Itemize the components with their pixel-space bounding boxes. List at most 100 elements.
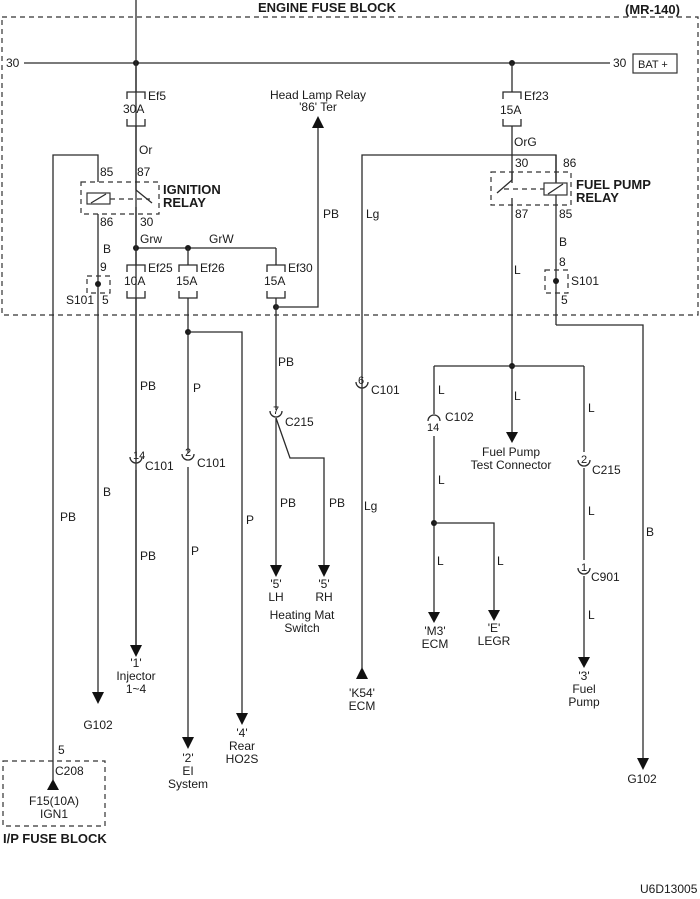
c101-6-pin: 6 bbox=[358, 375, 364, 387]
arrow-fuel-pump bbox=[578, 657, 590, 668]
power-bus: 30 30 BAT + bbox=[6, 53, 678, 74]
s101-left-pin-top: 9 bbox=[100, 260, 107, 274]
c215-7-pin: 7 bbox=[273, 405, 279, 417]
coil-slash bbox=[547, 183, 564, 195]
s101-left-dot bbox=[95, 281, 101, 287]
wire-color-p-ef26: P bbox=[193, 381, 201, 395]
fp-pin-87: 87 bbox=[515, 207, 529, 221]
wire-color-l-m3: L bbox=[437, 554, 444, 568]
ip-fuse-label-1: F15(10A) bbox=[29, 794, 79, 808]
s101-right-box bbox=[544, 269, 569, 294]
lh-label-2: LH bbox=[268, 590, 283, 604]
wire-color-l-c102-low: L bbox=[438, 473, 445, 487]
fuel-pump-test-label-1: Fuel Pump bbox=[482, 445, 540, 459]
headlamp-label-1: Head Lamp Relay bbox=[270, 88, 366, 102]
arrow-ei-system bbox=[182, 737, 194, 749]
s101-left-name: S101 bbox=[66, 293, 94, 307]
headlamp-label-2: '86' Ter bbox=[299, 100, 337, 114]
fuel-pump-label-1: '3' bbox=[578, 669, 589, 683]
lh-label-1: '5' bbox=[270, 577, 281, 591]
wire-color-b-fp: B bbox=[559, 235, 567, 249]
fuse-ef25: Ef25 10A bbox=[124, 261, 173, 299]
wire-color-b-fp-low: B bbox=[646, 525, 654, 539]
wire-color-pb-ef25-low: PB bbox=[140, 549, 156, 563]
battery-label: BAT + bbox=[638, 59, 668, 71]
wire-color-b-ign: B bbox=[103, 242, 111, 256]
wire-color-pb-ef25: PB bbox=[140, 379, 156, 393]
c101-6-name: C101 bbox=[371, 383, 400, 397]
wire-color-pb-ign: PB bbox=[60, 510, 76, 524]
s101-right-pin-bottom: 5 bbox=[561, 293, 568, 307]
fp-pin-30: 30 bbox=[515, 156, 529, 170]
arrow-lh bbox=[270, 565, 282, 577]
fuse-ef26-name: Ef26 bbox=[200, 261, 225, 275]
fp-pin-85: 85 bbox=[559, 207, 573, 221]
c102-14-name: C102 bbox=[445, 410, 474, 424]
arrow-headlamp bbox=[312, 116, 324, 128]
c101-2-pin: 2 bbox=[185, 447, 191, 459]
wire-color-or: Or bbox=[139, 143, 152, 157]
wire-color-pb-ef30: PB bbox=[278, 355, 294, 369]
wire-color-b-ign-low: B bbox=[103, 485, 111, 499]
ign-pin-87: 87 bbox=[137, 165, 151, 179]
heating-mat-label-2: Switch bbox=[284, 621, 319, 635]
c101-2-name: C101 bbox=[197, 456, 226, 470]
arrow-k54-ecm bbox=[356, 667, 368, 679]
arrow-e-legr bbox=[488, 610, 500, 621]
wire-color-pb-rh: PB bbox=[329, 496, 345, 510]
fuel-pump-label-2: Fuel bbox=[572, 682, 595, 696]
ei-system-label-1: '2' bbox=[182, 751, 193, 765]
wire-color-l-legr: L bbox=[497, 554, 504, 568]
heating-mat-label-1: Heating Mat bbox=[270, 608, 335, 622]
engine-fuse-block: ENGINE FUSE BLOCK (MR-140) bbox=[1, 0, 699, 316]
ei-system-label-3: System bbox=[168, 777, 208, 791]
rh-label-1: '5' bbox=[318, 577, 329, 591]
fuse-ef26-rating: 15A bbox=[176, 274, 197, 288]
wire-pb-headlamp bbox=[275, 128, 319, 308]
k54-ecm-label-2: ECM bbox=[349, 699, 376, 713]
ignition-relay-label-2: RELAY bbox=[163, 195, 206, 210]
arrow-g102-left bbox=[92, 692, 104, 704]
c901-1-pin: 1 bbox=[581, 562, 587, 574]
arrow-injector bbox=[130, 645, 142, 657]
connector-c215-7-symbol bbox=[269, 410, 283, 418]
c101-14-name: C101 bbox=[145, 459, 174, 473]
fuse-ef23-name: Ef23 bbox=[524, 89, 549, 103]
wire-color-l-fp87: L bbox=[514, 263, 521, 277]
connector-c101-6-symbol bbox=[355, 381, 369, 389]
connector-c101-2-symbol bbox=[181, 453, 195, 461]
arrow-ip-fuse bbox=[47, 779, 59, 790]
bus-terminal-right: 30 bbox=[613, 56, 627, 70]
wire-color-pb-lh: PB bbox=[280, 496, 296, 510]
c208-pin: 5 bbox=[58, 743, 65, 757]
fuse-ef25-rating: 10A bbox=[124, 274, 145, 288]
wire-b-fp-ground bbox=[556, 324, 644, 758]
c901-1-name: C901 bbox=[591, 570, 620, 584]
ign-pin-30: 30 bbox=[140, 215, 154, 229]
k54-ecm-label-1: 'K54' bbox=[349, 686, 375, 700]
wire-color-l-c901-low: L bbox=[588, 608, 595, 622]
wire-color-l-c102-top: L bbox=[438, 383, 445, 397]
wire-color-lg-top: Lg bbox=[366, 207, 379, 221]
diagram-code: (MR-140) bbox=[625, 2, 680, 17]
c102-14-pin: 14 bbox=[427, 422, 439, 434]
wire-pb-ign-feed bbox=[52, 154, 99, 780]
injector-label-1: '1' bbox=[130, 656, 141, 670]
fp-pin-86: 86 bbox=[563, 156, 577, 170]
c215-7-name: C215 bbox=[285, 415, 314, 429]
wire-color-grw-2: GrW bbox=[209, 232, 234, 246]
ignition-relay-label-1: IGNITION bbox=[163, 182, 221, 197]
fuel-pump-relay: 30 86 87 85 FUEL PUMP RELAY bbox=[490, 155, 651, 221]
figure-id: U6D13005 bbox=[640, 882, 698, 896]
wire-p-rear bbox=[188, 331, 243, 713]
arrow-m3-ecm bbox=[428, 612, 440, 623]
c208-name: C208 bbox=[55, 764, 84, 778]
wire-color-p-ef26-low: P bbox=[191, 544, 199, 558]
arrow-fuel-pump-test bbox=[506, 432, 518, 443]
contact-switch bbox=[496, 179, 513, 194]
arrow-rear-ho2s bbox=[236, 713, 248, 725]
ignition-relay-box bbox=[80, 181, 160, 215]
wire-pb-rh bbox=[275, 417, 325, 565]
g102-left-label: G102 bbox=[83, 718, 113, 732]
